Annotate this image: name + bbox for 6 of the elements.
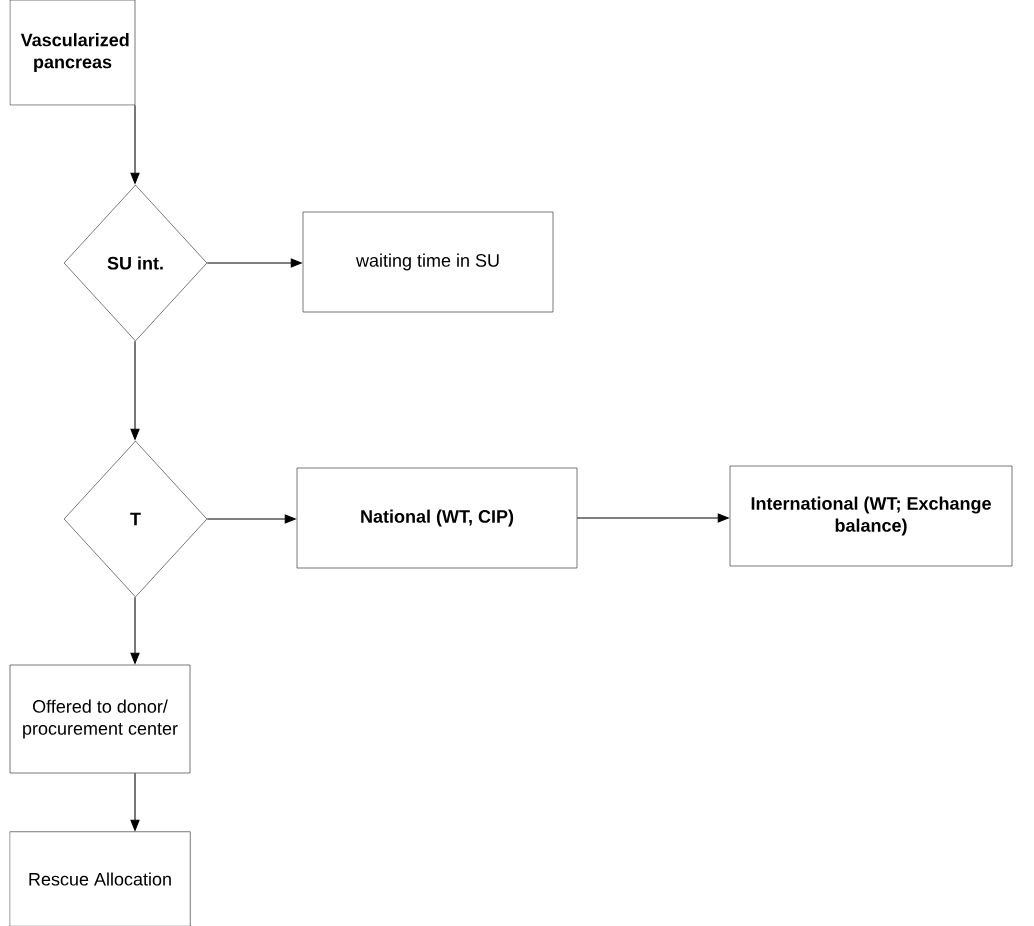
process-box: Offered to donor/ procurement center: [9, 664, 191, 774]
process-box: Rescue Allocation: [9, 831, 191, 926]
process-box: International (WT; Exchange balance): [729, 465, 1013, 567]
process-box: waiting time in SU: [302, 211, 554, 313]
process-box: Vascularized pancreas: [9, 0, 136, 106]
process-box: National (WT, CIP): [296, 467, 578, 569]
